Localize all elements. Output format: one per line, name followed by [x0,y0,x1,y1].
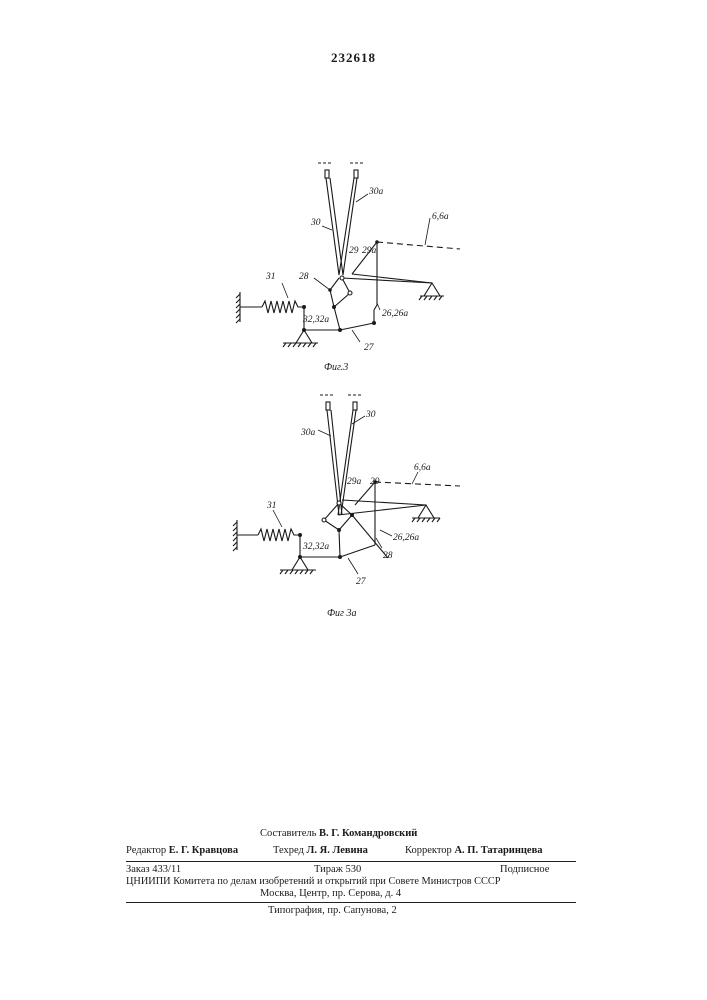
joint-2 [348,291,352,295]
ground-hatch-right-2 [412,518,440,522]
link-lower-28 [334,307,340,330]
joint-1 [340,276,344,280]
joint-2-6 [298,555,302,559]
joint-2-5 [338,555,342,559]
label-30a: 30а [368,187,384,197]
support-right-2 [418,505,434,518]
corrector-line: Корректор А. П. Татаринцева [405,845,543,856]
editor-line: Редактор Е. Г. Кравцова [126,845,238,856]
label-2626a: 26,26а [382,309,408,319]
leader-66a [425,218,430,245]
spring-31-2 [258,529,300,541]
label-3232a-2: 32,32а [302,542,329,552]
joint-2-3 [337,528,341,532]
label-66a-2: 6,6а [414,463,431,473]
footer-rule-top [126,861,576,862]
label-28-2: 28 [383,551,393,561]
techred-label: Техред [273,845,304,856]
leader-31 [282,283,288,298]
caption-fig3: Фиг.3 [324,362,348,373]
leader-27-2 [348,558,358,574]
editor-name: Е. Г. Кравцова [169,845,238,856]
kite-28 [330,278,350,307]
label-30: 30 [310,218,321,228]
order-text: Заказ 433/11 [126,864,181,875]
link-27-2 [340,545,375,557]
compiler-line: Составитель В. Г. Командровский [260,828,417,839]
label-3232a: 32,32а [302,315,329,325]
tip-block-left [325,170,329,178]
compiler-label: Составитель [260,828,316,839]
label-29a-2: 29а [347,477,362,487]
subscription-text: Подписное [500,864,549,875]
label-29a: 29а [362,246,377,256]
lever-2-b [342,500,426,505]
dashed-link-66a [377,242,460,249]
joint-2-4 [350,513,354,517]
label-30-2: 30 [365,410,376,420]
compiler-name: В. Г. Командровский [319,828,417,839]
link-lower-2 [339,530,340,557]
joint-9 [375,240,379,244]
leader-2626a-2 [380,530,392,536]
joint-3 [332,305,336,309]
joint-5 [372,321,376,325]
leader-28 [314,278,330,290]
label-2626a-2: 26,26а [393,533,419,543]
leader-30a [356,194,368,202]
ground-hatch-lower-2 [280,570,313,574]
spring-31 [262,301,304,313]
link-30-2 [341,410,356,515]
joint-2-7 [298,533,302,537]
support-right [424,283,440,296]
leader-31-2 [273,510,282,527]
joint-4 [338,328,342,332]
label-27: 27 [364,343,375,353]
dashed-link-66a-2 [375,482,460,486]
caption-fig3a: Фиг 3а [327,608,356,619]
lever-29 [342,278,432,283]
link-30a-b [339,178,354,275]
joint-2-1 [337,501,341,505]
wall-hatch-left [236,294,240,323]
editor-label: Редактор [126,845,166,856]
printer-line: Типография, пр. Сапунова, 2 [268,905,397,916]
ground-hatch-lower [283,343,316,347]
joint-6 [302,328,306,332]
label-27-2: 27 [356,577,367,587]
ground-hatch-right [419,296,442,300]
label-66a: 6,6а [432,212,449,222]
leader-27 [352,330,360,342]
label-30a-2: 30а [300,428,316,438]
label-28: 28 [299,272,309,282]
link-30-2b [338,410,353,515]
leader-2626a [377,303,380,310]
org-line: ЦНИИПИ Комитета по делам изобретений и о… [126,876,501,887]
techred-line: Техред Л. Я. Левина [273,845,368,856]
joint-2-2 [322,518,326,522]
lever-29a [352,274,432,283]
leader-30-2 [352,416,365,424]
leader-66a-2 [412,472,418,484]
techred-name: Л. Я. Левина [307,845,368,856]
label-29: 29 [349,246,359,256]
label-29-2: 29 [370,477,380,487]
wall-hatch-left-2 [233,522,237,551]
corrector-label: Корректор [405,845,452,856]
footer-rule-bottom [126,902,576,903]
tip-block-right [354,170,358,178]
circulation-text: Тираж 530 [314,864,361,875]
corrector-name: А. П. Татаринцева [454,845,542,856]
leader-30 [322,226,332,230]
tip-block-right-2 [353,402,357,410]
joint-7 [302,305,306,309]
label-31-2: 31 [266,501,277,511]
label-31: 31 [265,272,276,282]
link-30a [343,178,357,275]
address-line: Москва, Центр, пр. Серова, д. 4 [260,888,401,899]
tip-block-left-2 [326,402,330,410]
link-27 [340,323,374,330]
